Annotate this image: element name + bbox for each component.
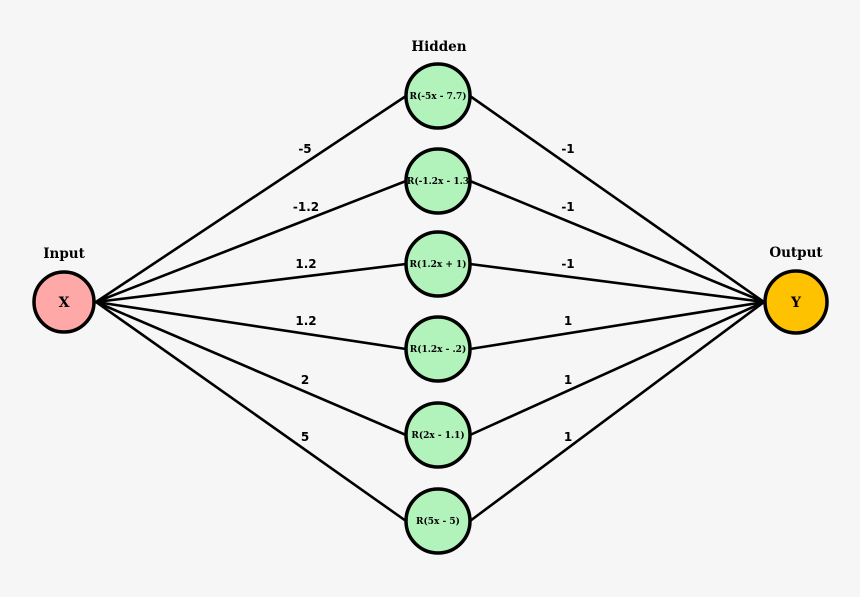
edge-input-to-hidden-5 bbox=[94, 300, 408, 437]
edge-input-to-hidden-1 bbox=[94, 94, 408, 304]
weight-hidden-2-to-output: -1 bbox=[561, 200, 574, 214]
hidden-node-6: R(5x - 5) bbox=[404, 487, 472, 555]
hidden-node-circle bbox=[404, 230, 472, 298]
hidden-node-4: R(1.2x - .2) bbox=[404, 315, 472, 383]
input-node-circle bbox=[32, 270, 96, 334]
weight-hidden-3-to-output: -1 bbox=[561, 257, 574, 271]
edge-input-to-hidden-3 bbox=[94, 262, 408, 304]
weight-input-to-hidden-3: 1.2 bbox=[295, 257, 316, 271]
hidden-title: Hidden bbox=[411, 39, 466, 55]
input-title: Input bbox=[43, 246, 85, 262]
output-title: Output bbox=[769, 245, 823, 261]
weight-input-to-hidden-5: 2 bbox=[301, 373, 309, 387]
weight-input-to-hidden-6: 5 bbox=[301, 430, 309, 444]
hidden-node-circle bbox=[404, 62, 472, 130]
hidden-node-label: R(1.2x - .2) bbox=[410, 344, 466, 355]
output-node-label: Y bbox=[790, 295, 802, 311]
hidden-node-circle bbox=[404, 315, 472, 383]
edge-hidden-5-to-output bbox=[468, 300, 766, 437]
hidden-layer: R(-5x - 7.7) R(-1.2x - 1.3R(1.2x + 1) R(1.… bbox=[404, 62, 472, 555]
hidden-node-2: R(-1.2x - 1.3 bbox=[404, 147, 472, 215]
hidden-node-label: R(-5x - 7.7) bbox=[409, 91, 466, 102]
edge-hidden-1-to-output bbox=[468, 94, 766, 304]
hidden-node-label: R(2x - 1.1) bbox=[411, 430, 464, 441]
input-node: X bbox=[32, 270, 96, 334]
weight-hidden-6-to-output: 1 bbox=[564, 430, 572, 444]
input-node-label: X bbox=[59, 295, 70, 311]
hidden-node-label: R(5x - 5) bbox=[416, 516, 460, 527]
hidden-node-3: R(1.2x + 1) bbox=[404, 230, 472, 298]
edge-input-to-hidden-2 bbox=[94, 179, 408, 304]
weight-hidden-1-to-output: -1 bbox=[561, 142, 574, 156]
output-node: Y bbox=[763, 269, 829, 335]
weight-input-to-hidden-2: -1.2 bbox=[293, 200, 319, 214]
hidden-node-circle bbox=[404, 487, 472, 555]
edges-layer bbox=[94, 94, 766, 523]
edge-hidden-6-to-output bbox=[468, 300, 766, 523]
edge-hidden-2-to-output bbox=[468, 179, 766, 304]
hidden-node-5: R(2x - 1.1) bbox=[404, 401, 472, 469]
edge-input-to-hidden-4 bbox=[94, 300, 408, 351]
weight-input-to-hidden-4: 1.2 bbox=[295, 314, 316, 328]
output-node-circle bbox=[763, 269, 829, 335]
hidden-node-circle bbox=[404, 147, 472, 215]
weight-hidden-5-to-output: 1 bbox=[564, 373, 572, 387]
weight-hidden-4-to-output: 1 bbox=[564, 314, 572, 328]
hidden-node-label: R(-1.2x - 1.3 bbox=[407, 176, 469, 187]
edge-hidden-4-to-output bbox=[468, 300, 766, 351]
edge-hidden-3-to-output bbox=[468, 262, 766, 304]
hidden-node-1: R(-5x - 7.7) bbox=[404, 62, 472, 130]
weights-layer: -5 -1 -1.2 -1 1.2 -1 1.2 1 2 1 5 1 bbox=[293, 142, 575, 444]
hidden-node-circle bbox=[404, 401, 472, 469]
hidden-node-label: R(1.2x + 1) bbox=[409, 259, 466, 270]
weight-input-to-hidden-1: -5 bbox=[298, 142, 311, 156]
edge-input-to-hidden-6 bbox=[94, 300, 408, 523]
